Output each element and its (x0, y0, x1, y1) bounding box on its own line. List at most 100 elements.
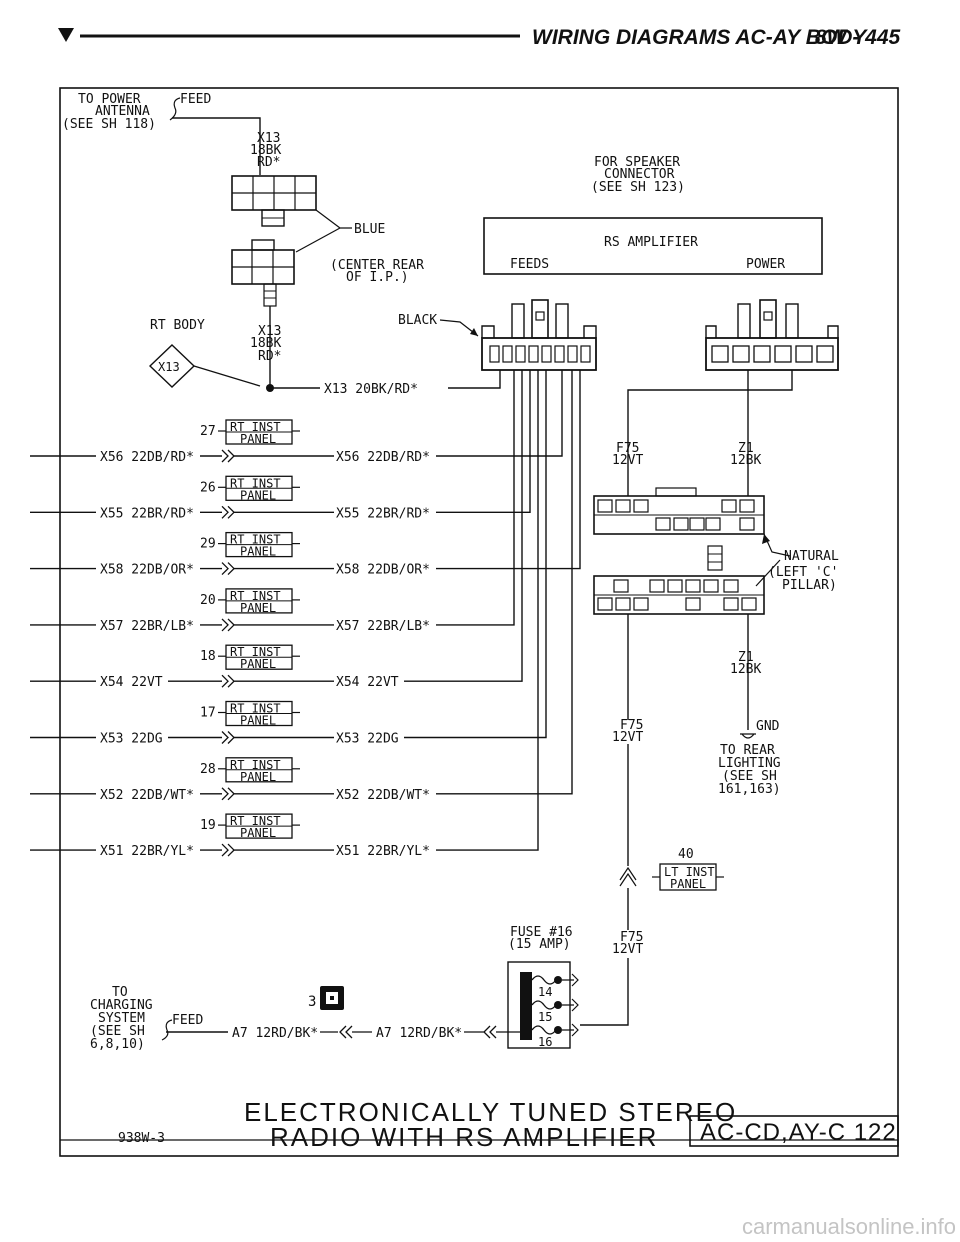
diagram-title-2: RADIO WITH RS AMPLIFIER (270, 1122, 658, 1152)
z1-label-a1: Z1 (738, 441, 754, 456)
connector-pin (597, 597, 613, 611)
connector-pin (685, 597, 701, 611)
pin-3-label: 3 (308, 994, 316, 1010)
feed-bracket-top (169, 97, 181, 121)
connector-pin (597, 499, 613, 513)
sheet-box (689, 1115, 899, 1147)
fuse-element-icon (531, 975, 557, 985)
circuit-wire-right (404, 370, 547, 739)
connector-pin (739, 499, 755, 513)
rs-amplifier-feeds: FEEDS (510, 257, 549, 272)
diagram-frame (59, 87, 899, 1157)
circuit-pin: 29 (200, 537, 216, 552)
circuit-pin: 27 (200, 424, 216, 439)
circuit-label-right: X53 22DG (336, 732, 399, 747)
rt-inst-panel-label-2: PANEL (240, 770, 276, 784)
rt-inst-panel-label-1: RT INST (230, 420, 281, 434)
power-ground-wiring (627, 370, 793, 496)
inline-connector-icon (221, 674, 235, 688)
rs-amplifier-title: RS AMPLIFIER (604, 235, 698, 250)
left-pillar-label-1: (LEFT 'C' (768, 565, 838, 580)
feed-bracket-bottom (161, 1019, 173, 1041)
connector-pin (741, 597, 757, 611)
f75-label-b1: F75 (620, 718, 643, 733)
fuse-connector-icon (562, 1023, 579, 1037)
feed-wire-top (172, 117, 261, 175)
circuit-label-left: X55 22BR/RD* (100, 506, 194, 521)
circuit-label-left: X51 22BR/YL* (100, 844, 194, 859)
connector-pin (673, 517, 689, 531)
x13-run-label: X13 20BK/RD* (324, 382, 418, 397)
a7-connector-icon-1 (320, 1025, 372, 1039)
natural-leader-2 (755, 559, 781, 587)
inline-connector-icon (221, 787, 235, 801)
rt-body-splice-diamond (148, 344, 196, 388)
circuit-label-right: X55 22BR/RD* (336, 506, 430, 521)
amp-feed-connector (481, 299, 597, 371)
connector-pin (554, 345, 565, 363)
rt-inst-panel-label-1: RT INST (230, 702, 281, 716)
circuit-label-left: X57 22BR/LB* (100, 619, 194, 634)
fuse-connector-icon (562, 998, 579, 1012)
power-antenna-feed: TO POWER ANTENNA (SEE SH 118) FEED (62, 92, 261, 175)
inline-connector-icon (221, 562, 235, 576)
feed-label-bottom: FEED (172, 1013, 203, 1028)
connector-pin (795, 345, 813, 363)
circuit-label-right: X54 22VT (336, 675, 399, 690)
circuit-label-right: X57 22BR/LB* (336, 619, 430, 634)
z1-label-a2: 12BK (730, 453, 761, 468)
z1-label-b1: Z1 (738, 650, 754, 665)
speaker-connector-line3: (SEE SH 123) (591, 180, 685, 195)
connector-pin (567, 345, 578, 363)
lt-inst-panel-1: LT INST (664, 865, 715, 879)
connector-pin (703, 579, 719, 593)
circuit-1: X55 22BR/RD* X55 22BR/RD* 26 RT INST PANEL (30, 370, 531, 521)
circuit-label-left: X52 22DB/WT* (100, 788, 194, 803)
fuse-pin-label: 14 (538, 985, 552, 999)
blue-leader (315, 209, 352, 229)
z1-label-b2: 12BK (730, 662, 761, 677)
circuit-wire-right (436, 370, 515, 626)
x13-run-wire-2 (448, 370, 501, 389)
fuse-pin-label: 16 (538, 1035, 552, 1049)
speaker-connector-line1: FOR SPEAKER (594, 155, 680, 170)
connector-pin (816, 345, 834, 363)
circuit-label-left: X56 22DB/RD* (100, 450, 194, 465)
circuit-label-right: X56 22DB/RD* (336, 450, 430, 465)
connector-pin (705, 517, 721, 531)
connector-pin (655, 517, 671, 531)
x13-wire-label-2: 18BK (250, 143, 281, 158)
connector-pin (649, 579, 665, 593)
rt-body-label: RT BODY (150, 318, 205, 333)
amp-power-connector (705, 299, 839, 371)
black-label: BLACK (398, 313, 437, 328)
gnd-label: GND (756, 719, 780, 734)
connector-pin (541, 345, 552, 363)
power-antenna-line3: (SEE SH 118) (62, 117, 156, 132)
radio-connector-top (231, 175, 317, 227)
circuit-pin: 26 (200, 480, 216, 495)
connector-pin (723, 597, 739, 611)
rt-inst-panel-label-2: PANEL (240, 488, 276, 502)
inline-connector-lower (593, 545, 765, 615)
rt-inst-panel-label-2: PANEL (240, 601, 276, 615)
center-rear-label-2: OF I.P.) (346, 270, 409, 285)
circuit-pin: 19 (200, 818, 216, 833)
a7-label-left: A7 12RD/BK* (232, 1026, 318, 1041)
center-rear-label-1: (CENTER REAR (330, 258, 424, 273)
fuse-terminal-dot (554, 1001, 562, 1009)
fusible-link-icon (320, 986, 344, 1010)
connector-pin (633, 597, 649, 611)
rear-lighting-4: 161,163) (718, 782, 781, 797)
connector-pin (615, 499, 631, 513)
connector-pin (711, 345, 729, 363)
rt-inst-panel-label-2: PANEL (240, 714, 276, 728)
f75-label-a2: 12VT (612, 453, 643, 468)
x13-wire-label-3: RD* (257, 155, 280, 170)
f75-label-c2: 12VT (612, 942, 643, 957)
diagram-title-1: ELECTRONICALLY TUNED STEREO (244, 1097, 737, 1127)
pin-40-label: 40 (678, 847, 694, 862)
